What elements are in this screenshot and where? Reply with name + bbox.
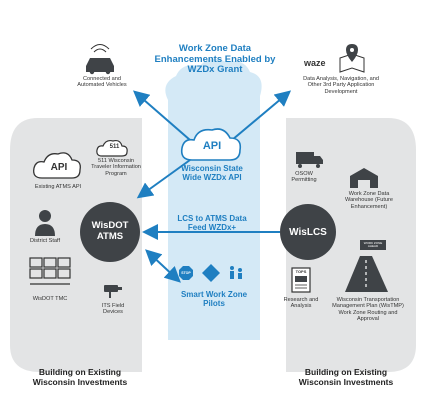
tmc-label: WisDOT TMC <box>32 296 68 302</box>
research-icon <box>291 267 311 293</box>
lcs-hub-label: WisLCS <box>289 227 327 238</box>
arrow-to-atms <box>136 159 191 199</box>
right-bottom-caption: Building on Existing Wisconsin Investmen… <box>298 367 394 387</box>
tops-text: TOPS <box>295 269 307 274</box>
center-api-cloud <box>180 128 242 161</box>
research-label: Research and Analysis <box>283 297 319 310</box>
diagram-title: Work Zone Data Enhancements Enabled by W… <box>154 43 276 75</box>
atms-hub-circle <box>80 202 140 262</box>
arrow-atms-pilots <box>145 249 181 283</box>
warehouse-icon <box>350 168 378 188</box>
existing-api-label: Existing ATMS API <box>34 184 82 190</box>
right-panel <box>286 118 416 372</box>
vehicle-icon <box>86 44 114 75</box>
osow-label: OSOW Permitting <box>291 171 317 184</box>
map-pin-icon <box>339 44 365 73</box>
left-api-cloud <box>33 152 81 179</box>
waze-logo-text: waze <box>304 58 326 68</box>
left-api-text: API <box>50 162 68 173</box>
road-sign-icon <box>345 240 388 292</box>
statewide-api-label: Wisconsin State Wide WZDx API <box>181 164 243 182</box>
stop-sign-icon <box>179 266 193 280</box>
info-511-label: 511 Wisconsin Traveler Information Progr… <box>91 158 141 177</box>
workers-icon <box>230 266 242 279</box>
data-feed-label: LCS to ATMS Data Feed WZDx+ <box>177 214 247 232</box>
left-bottom-caption: Building on Existing Wisconsin Investmen… <box>32 367 128 387</box>
wistmp-label: Wisconsin Transportation Management Plan… <box>332 297 404 323</box>
arrow-to-vehicles <box>132 90 191 141</box>
center-api-text: API <box>202 140 222 152</box>
left-panel <box>10 118 142 372</box>
warehouse-label: Work Zone Data Warehouse (Future Enhance… <box>345 191 393 210</box>
arrow-to-apps <box>231 90 292 141</box>
stop-text: STOP <box>181 271 191 275</box>
tmc-icon <box>29 257 71 285</box>
district-staff-icon <box>35 210 55 236</box>
work-zone-sign-text: WORK ZONE AHEAD <box>363 241 383 249</box>
badge-511: 511 <box>109 144 120 150</box>
work-zone-sign-icon <box>202 264 220 282</box>
cloud-511-icon <box>96 139 128 157</box>
vehicles-label: Connected and Automated Vehicles <box>77 76 127 89</box>
truck-icon <box>296 152 323 168</box>
apps-label: Data Analysis, Navigation, and Other 3rd… <box>303 76 379 95</box>
its-label: ITS Field Devices <box>101 303 125 316</box>
district-staff-label: District Staff <box>29 238 61 244</box>
atms-hub-label: WisDOT ATMS <box>91 220 129 242</box>
its-camera-icon <box>104 285 122 298</box>
pilots-label: Smart Work Zone Pilots <box>180 290 248 308</box>
lcs-hub-circle <box>280 204 336 260</box>
